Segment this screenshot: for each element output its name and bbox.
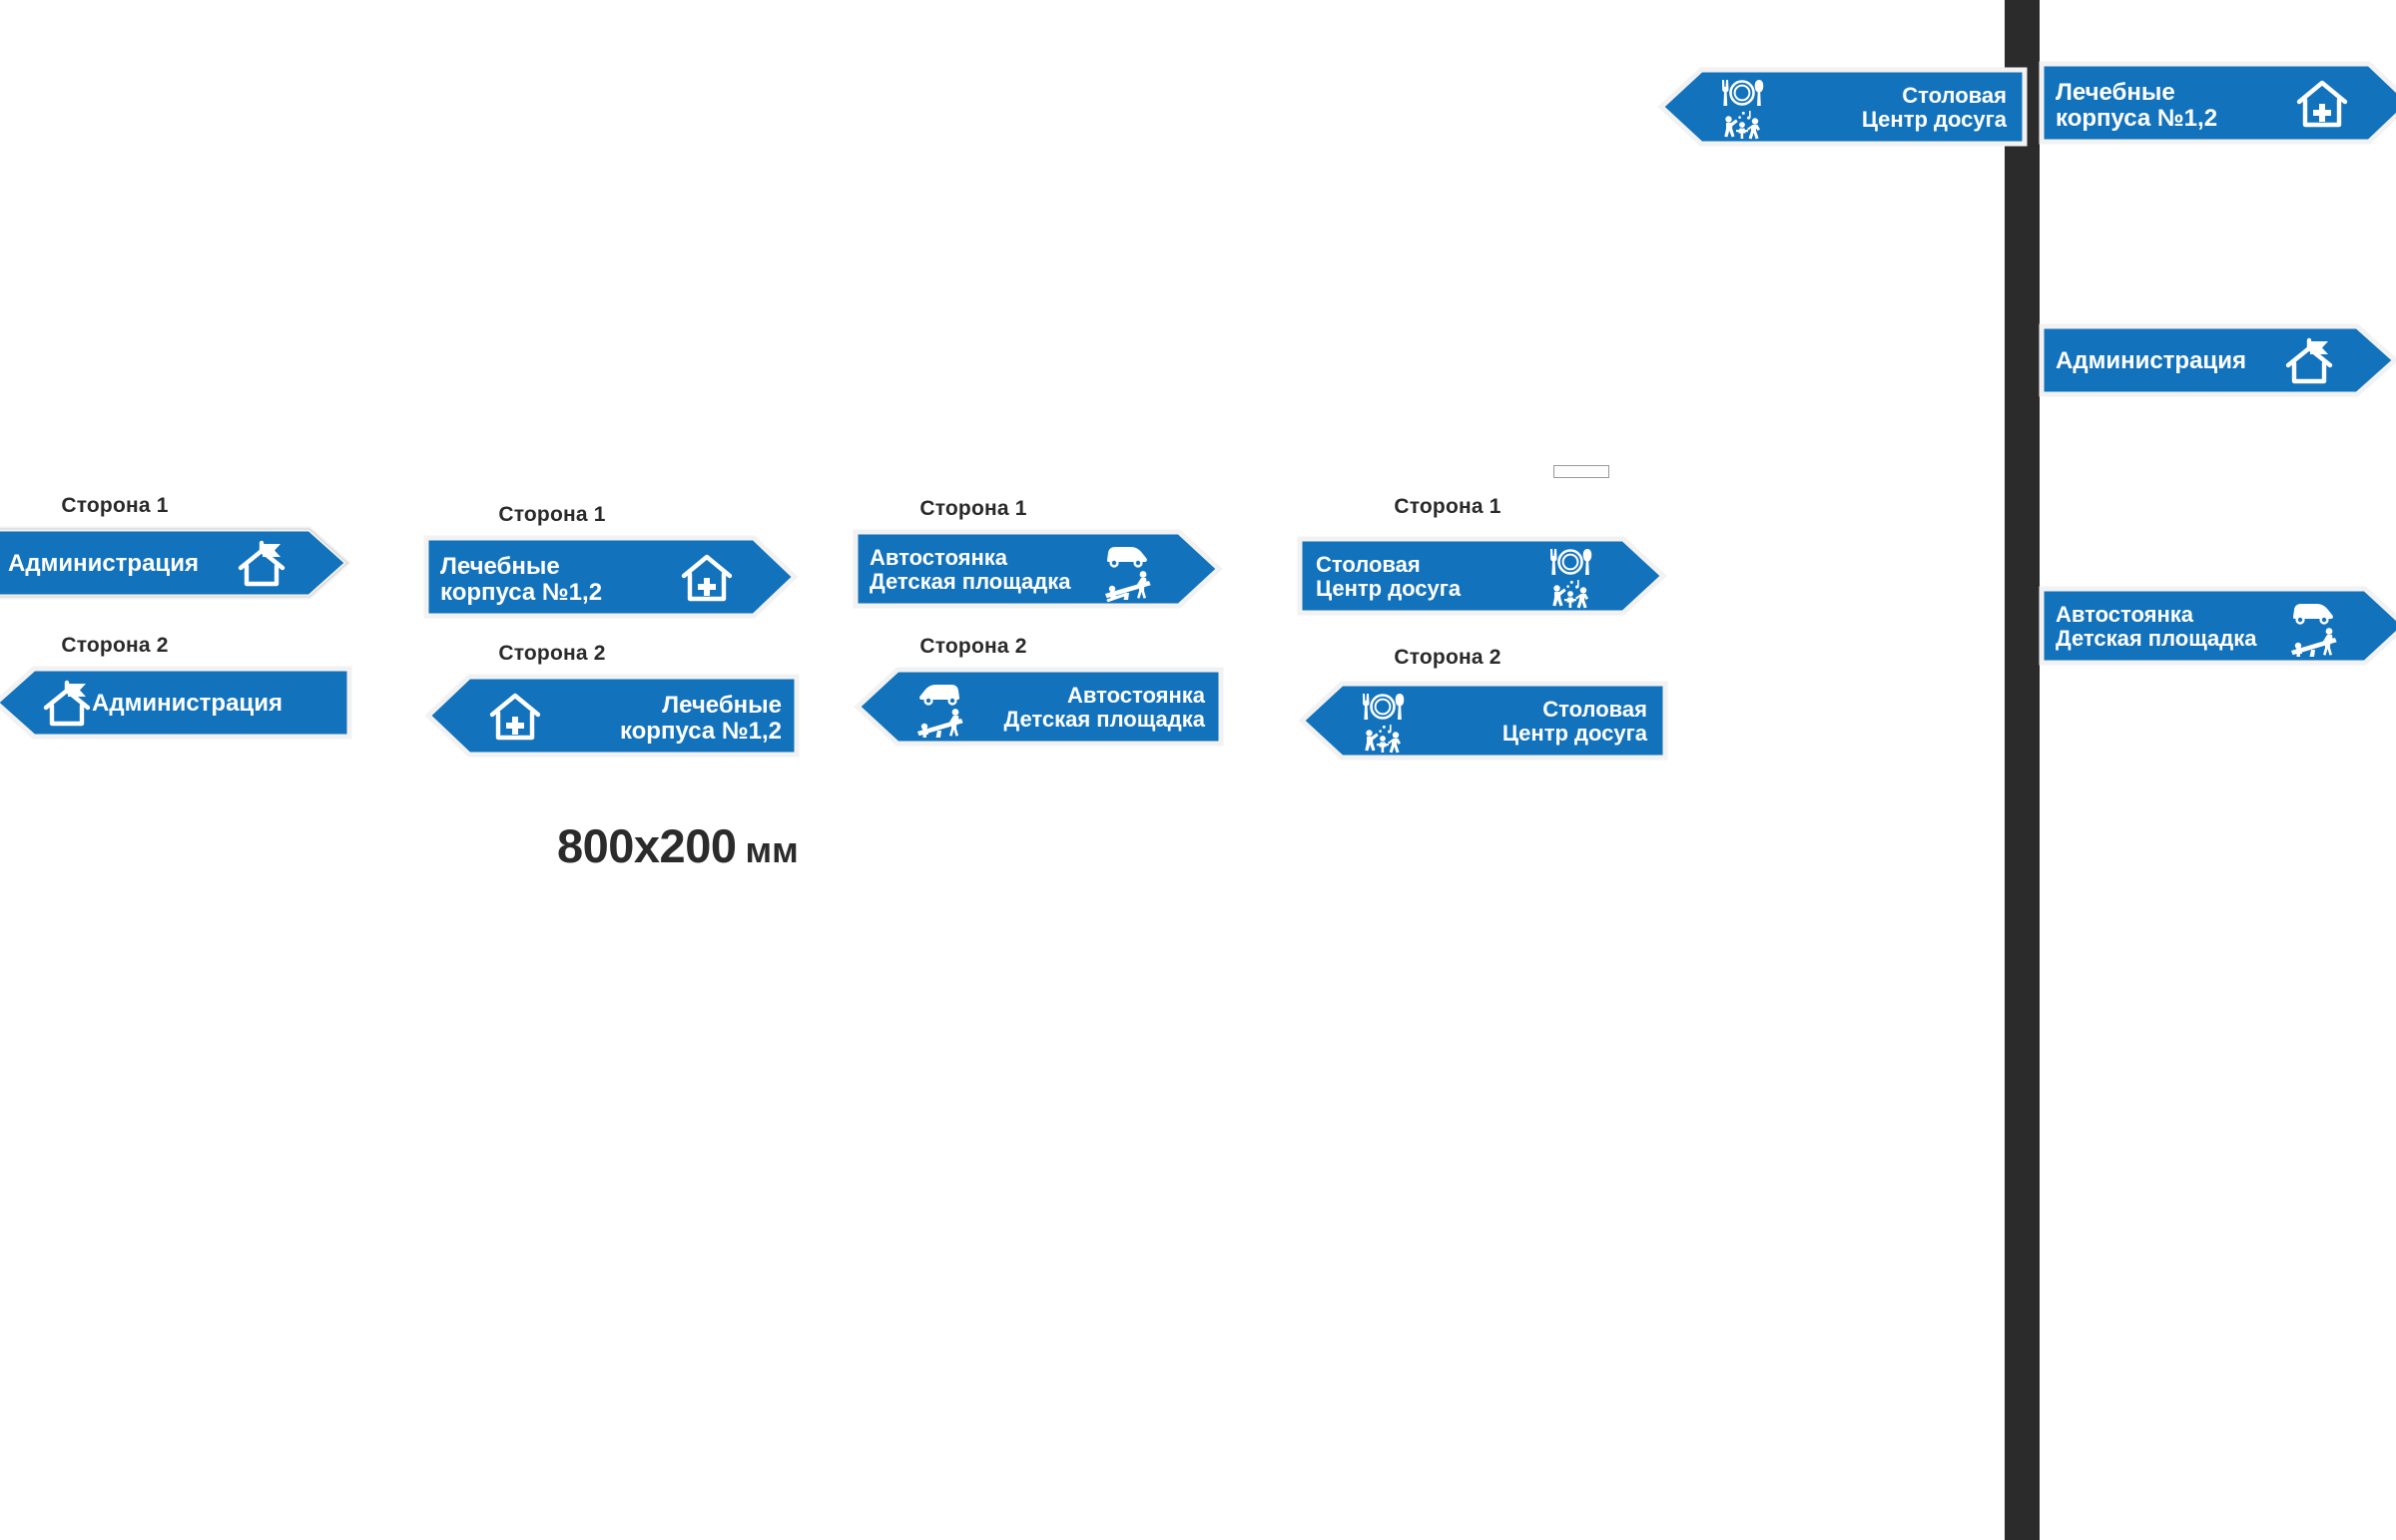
playground-seesaw-icon	[1101, 571, 1153, 603]
sign-line-1: Столовая	[1902, 83, 2007, 108]
pole-sign-medical-right[interactable]: Лечебные корпуса №1,2	[2039, 61, 2396, 145]
sign-shape-left-arrow	[424, 674, 800, 758]
sign-line-1: Лечебные	[2056, 79, 2175, 106]
house-flag-icon	[2282, 337, 2338, 385]
sign-line-1: Автостоянка	[1067, 683, 1205, 708]
sign-text-block: Столовая Центр досуга	[1827, 84, 2007, 132]
sign-administration-side1[interactable]: Администрация	[0, 526, 351, 600]
dancing-people-icon	[1719, 109, 1767, 141]
sign-line-2: Детская площадка	[1003, 706, 1206, 732]
group-medical-side1-label: Сторона 1	[498, 503, 606, 526]
sign-shape-left-arrow	[0, 666, 352, 740]
pole-sign-parking-right[interactable]: Автостоянка Детская площадка	[2039, 586, 2396, 666]
sign-text-block: Автостоянка Детская площадка	[2056, 603, 2257, 651]
sign-line-2: Детская площадка	[870, 568, 1071, 594]
sign-text-block: Администрация	[2056, 348, 2246, 374]
sign-text-block: Администрация	[92, 691, 283, 717]
sign-line-2: Центр досуга	[1316, 575, 1462, 601]
pole-sign-canteen-left[interactable]: Столовая Центр досуга	[1657, 67, 2028, 147]
sign-shape-right-arrow	[2039, 61, 2396, 145]
sign-text-block: Автостоянка Детская площадка	[870, 546, 1071, 594]
sign-administration-side2[interactable]: Администрация	[0, 666, 352, 740]
sign-line-1: Лечебные	[662, 692, 782, 719]
cutlery-plate-icon	[1717, 78, 1767, 108]
sign-line-1: Администрация	[92, 690, 283, 717]
group-canteen-side1-label: Сторона 1	[1394, 495, 1501, 518]
sign-text-block: Лечебные корпуса №1,2	[440, 554, 602, 606]
playground-seesaw-icon	[913, 709, 965, 739]
car-icon	[915, 680, 965, 708]
sign-text-block: Автостоянка Детская площадка	[997, 683, 1206, 732]
sign-line-2: Центр досуга	[1861, 106, 2007, 132]
group-medical-side2-label: Сторона 2	[498, 642, 606, 665]
cutlery-plate-icon	[1358, 692, 1408, 722]
sign-pole	[2005, 0, 2040, 1540]
sign-line-2: Детская площадка	[2056, 625, 2257, 651]
sign-line-1: Автостоянка	[2056, 602, 2193, 627]
sign-text-block: Лечебные корпуса №1,2	[2056, 80, 2217, 132]
house-cross-icon	[2295, 79, 2349, 129]
sign-line-1: Столовая	[1316, 552, 1421, 577]
group-parking-side2-label: Сторона 2	[919, 635, 1027, 658]
group-canteen-side2-label: Сторона 2	[1394, 646, 1501, 669]
sign-line-2: корпуса №1,2	[619, 717, 782, 745]
pole-sign-administration-right[interactable]: Администрация	[2039, 323, 2396, 397]
sign-medical-side2[interactable]: Лечебные корпуса №1,2	[424, 674, 800, 758]
sign-medical-side1[interactable]: Лечебные корпуса №1,2	[423, 535, 799, 619]
dimension-value: 800x200	[557, 819, 737, 872]
sign-shape-right-arrow	[2039, 323, 2396, 397]
sign-line-1: Администрация	[8, 550, 199, 577]
group-administration-side1-label: Сторона 1	[61, 494, 169, 517]
sign-line-1: Столовая	[1542, 697, 1647, 722]
dimension-unit: мм	[745, 829, 799, 870]
sign-text-block: Администрация	[8, 551, 199, 577]
empty-placeholder-box	[1553, 465, 1609, 478]
playground-seesaw-icon	[2287, 628, 2339, 658]
sign-line-1: Автостоянка	[870, 545, 1007, 570]
sign-parking-side1[interactable]: Автостоянка Детская площадка	[853, 529, 1223, 609]
sign-canteen-side1[interactable]: Столовая Центр досуга	[1297, 536, 1667, 616]
sign-text-block: Лечебные корпуса №1,2	[582, 693, 782, 745]
sign-line-1: Лечебные	[440, 553, 560, 580]
dancing-people-icon	[1547, 578, 1595, 610]
group-parking-side1-label: Сторона 1	[919, 497, 1027, 520]
car-icon	[1101, 542, 1151, 570]
sign-line-2: корпуса №1,2	[2056, 104, 2218, 132]
sign-text-block: Столовая Центр досуга	[1316, 553, 1461, 601]
sign-canteen-side2[interactable]: Столовая Центр досуга	[1298, 681, 1668, 761]
house-flag-icon	[40, 680, 96, 728]
sign-text-block: Столовая Центр досуга	[1468, 698, 1647, 746]
sign-line-2: Центр досуга	[1501, 720, 1647, 746]
house-cross-icon	[680, 553, 734, 603]
house-cross-icon	[488, 692, 542, 742]
dancing-people-icon	[1360, 723, 1408, 755]
cutlery-plate-icon	[1545, 547, 1595, 577]
sign-line-2: корпуса №1,2	[440, 578, 603, 606]
car-icon	[2287, 599, 2337, 627]
sign-line-1: Администрация	[2056, 347, 2246, 374]
group-administration-side2-label: Сторона 2	[61, 634, 169, 657]
house-flag-icon	[235, 540, 291, 588]
sign-parking-side2[interactable]: Автостоянка Детская площадка	[854, 667, 1224, 747]
sign-shape-right-arrow	[423, 535, 799, 619]
